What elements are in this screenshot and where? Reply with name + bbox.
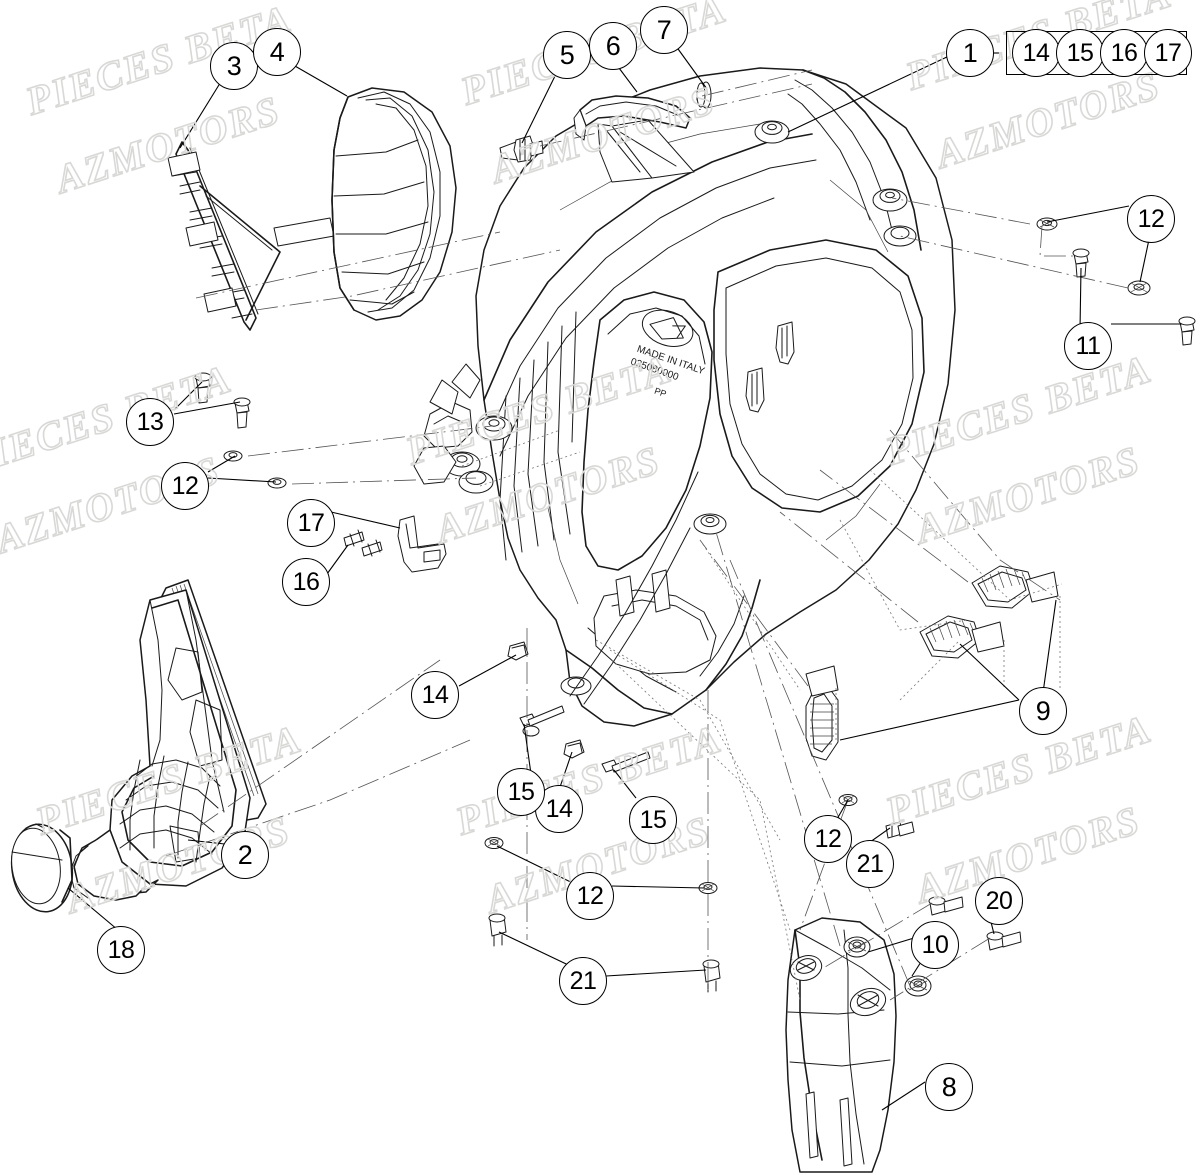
bolt-part-11-b (1178, 316, 1196, 346)
callout-12[interactable]: 12 (566, 872, 614, 920)
washer-part-12-c (1036, 217, 1058, 231)
bolt-part-21-c (885, 821, 915, 839)
bolt-part-13-b (233, 397, 251, 429)
callout-15[interactable]: 15 (497, 768, 545, 816)
callout-11[interactable]: 11 (1064, 322, 1112, 370)
grommet-part-10-a (843, 936, 871, 958)
bolt-part-15-b (601, 751, 651, 773)
bolt-part-21-a (488, 913, 507, 947)
washer-part-7 (696, 81, 712, 109)
svg-text:PP: PP (653, 386, 668, 399)
washer-part-12-a (223, 450, 243, 462)
washer-part-12-b (267, 477, 287, 489)
washer-part-12-d (1127, 280, 1151, 296)
rubber-strap-part-9-a (971, 565, 1059, 609)
callout-10[interactable]: 10 (911, 921, 959, 969)
callout-group-member-14[interactable]: 14 (1012, 29, 1060, 77)
screw-part-5 (499, 135, 544, 163)
callout-5[interactable]: 5 (543, 31, 591, 79)
callout-8[interactable]: 8 (925, 1063, 973, 1111)
bolt-part-20-b (986, 931, 1022, 951)
callout-group-member-16[interactable]: 16 (1100, 29, 1148, 77)
construction-lines (461, 429, 1063, 1001)
grommet-part-10-b (904, 975, 932, 997)
washer-part-12-e (484, 837, 504, 849)
airbox-body-part-1 (413, 67, 956, 727)
bolt-part-21-b (702, 959, 721, 993)
mount-boss-lower-middle (560, 676, 592, 696)
nut-part-14-a (507, 641, 529, 661)
mount-boss-top (754, 120, 790, 144)
bolt-part-11-a (1072, 248, 1090, 278)
callout-21[interactable]: 21 (846, 840, 894, 888)
mount-boss-right (872, 188, 917, 247)
callout-4[interactable]: 4 (253, 28, 301, 76)
callout-9[interactable]: 9 (1019, 687, 1067, 735)
assembly-axis-lines (165, 69, 1129, 1001)
callout-14[interactable]: 14 (411, 671, 459, 719)
mudguard-part-8 (785, 917, 897, 1173)
callout-6[interactable]: 6 (589, 22, 637, 70)
callout-3[interactable]: 3 (210, 42, 258, 90)
mudguard-boss-lower (849, 987, 887, 1017)
callout-1[interactable]: 1 (946, 29, 994, 77)
bolt-part-15-a (519, 705, 565, 727)
callout-group-member-17[interactable]: 17 (1144, 29, 1192, 77)
callout-group-member-15[interactable]: 15 (1056, 29, 1104, 77)
mudguard-boss-upper (789, 955, 823, 981)
callout-16[interactable]: 16 (282, 558, 330, 606)
rubber-strap-part-9-b (919, 615, 1005, 659)
air-filter-element-part-4 (331, 87, 457, 321)
filter-cage-part-3 (167, 141, 335, 331)
duct-bracket (597, 119, 695, 183)
callout-20[interactable]: 20 (975, 877, 1023, 925)
callout-12[interactable]: 12 (161, 462, 209, 510)
callout-17[interactable]: 17 (287, 499, 335, 547)
callout-14[interactable]: 14 (535, 785, 583, 833)
clip-part-16 (343, 529, 383, 557)
callout-15[interactable]: 15 (629, 796, 677, 844)
rubber-strap-part-9-c (805, 665, 839, 761)
callout-7[interactable]: 7 (640, 6, 688, 54)
callout-13[interactable]: 13 (126, 398, 174, 446)
bracket-part-17 (397, 515, 447, 573)
callout-12[interactable]: 12 (1127, 195, 1175, 243)
callout-12[interactable]: 12 (804, 815, 852, 863)
nut-part-14-b (563, 739, 585, 759)
bolt-part-13-a (194, 372, 212, 404)
bolt-part-20-a (928, 896, 964, 916)
callout-21[interactable]: 21 (559, 957, 607, 1005)
callout-2[interactable]: 2 (221, 831, 269, 879)
clamp-ring-part-18 (10, 823, 74, 913)
mount-boss-lower-right (693, 513, 727, 535)
intake-manifold-part-2 (69, 579, 267, 901)
callout-18[interactable]: 18 (97, 926, 145, 974)
